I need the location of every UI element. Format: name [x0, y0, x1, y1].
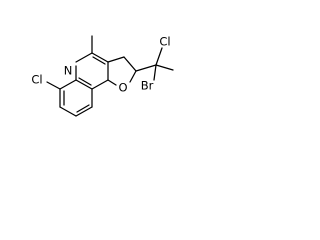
atom-labels: N O Cl Cl Br — [31, 35, 170, 95]
bond-c6-c7 — [59, 106, 77, 117]
bond-ch2-c2f — [123, 56, 137, 72]
atom-chlorine-side: Cl — [159, 35, 170, 49]
bond-c4a-c5 — [59, 79, 77, 90]
bond-c2-c3 — [91, 52, 109, 63]
bond-cq-br — [153, 64, 157, 81]
atom-oxygen: O — [118, 81, 127, 95]
bonds — [46, 35, 174, 117]
bond-cq-cl — [155, 47, 163, 66]
bond-c2f-cq — [135, 64, 157, 72]
atom-chlorine-ring: Cl — [31, 73, 42, 87]
bond-c3-ch2 — [107, 56, 125, 63]
bond-c7-c8-double — [76, 104, 90, 113]
bond-c5-cl — [46, 81, 61, 90]
bond-c7-c8 — [75, 106, 93, 117]
bond-c3a-c9b — [91, 79, 109, 90]
bond-c9b-c4a — [75, 79, 93, 90]
bond-c2-c3-double — [92, 56, 106, 65]
bond-c9b-c4a-double — [78, 77, 92, 86]
atom-bromine: Br — [141, 79, 154, 93]
bond-c2f-o — [129, 70, 137, 83]
bond-cq-methyl — [155, 64, 174, 71]
bond-n-c2 — [75, 52, 93, 63]
molecule-structure: N O Cl Cl Br — [31, 35, 174, 117]
atom-nitrogen: N — [64, 64, 73, 78]
bond-o-c3a — [107, 79, 117, 86]
